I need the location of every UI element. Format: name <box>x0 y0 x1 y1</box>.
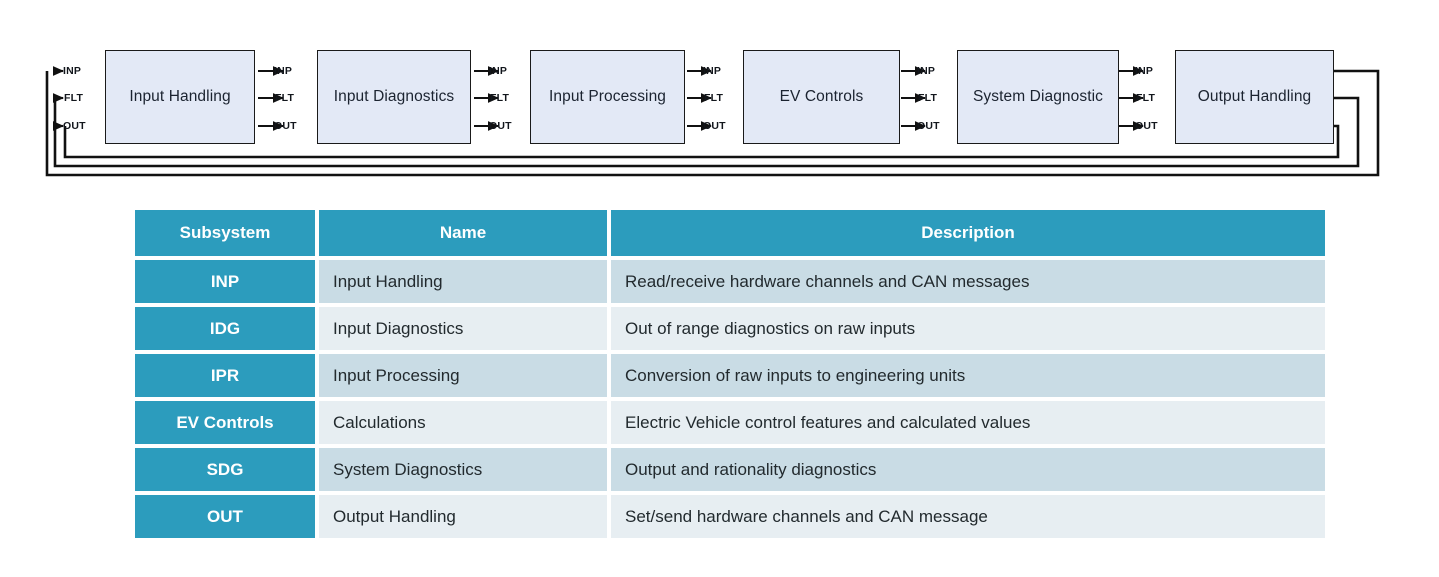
cell-name: Calculations <box>319 401 607 444</box>
cell-name: Input Diagnostics <box>319 307 607 350</box>
port-label-inp: INP <box>1135 65 1154 77</box>
column-header-name: Name <box>319 210 607 256</box>
table-row[interactable]: EV Controls Calculations Electric Vehicl… <box>135 401 1325 444</box>
port-label-flt: FLT <box>1136 92 1156 104</box>
port-label-inp: INP <box>63 65 82 77</box>
table-row[interactable]: SDG System Diagnostics Output and ration… <box>135 448 1325 491</box>
port-label-out: OUT <box>63 120 86 132</box>
cell-name: Input Handling <box>319 260 607 303</box>
cell-description: Set/send hardware channels and CAN messa… <box>611 495 1325 538</box>
block-system-diagnostic[interactable]: System Diagnostic <box>957 50 1119 144</box>
port-label-inp: INP <box>703 65 722 77</box>
port-label-inp: INP <box>917 65 936 77</box>
subsystem-table: Subsystem Name Description INP Input Han… <box>135 210 1325 538</box>
port-label-flt: FLT <box>490 92 510 104</box>
port-label-flt: FLT <box>275 92 295 104</box>
block-diagram: INP FLT OUT INP FLT OUT INP FLT OUT INP … <box>0 0 1439 195</box>
port-label-out: OUT <box>703 120 726 132</box>
port-label-inp: INP <box>489 65 508 77</box>
cell-description: Out of range diagnostics on raw inputs <box>611 307 1325 350</box>
port-label-out: OUT <box>1135 120 1158 132</box>
cell-subsystem: IDG <box>135 307 315 350</box>
cell-description: Output and rationality diagnostics <box>611 448 1325 491</box>
port-label-flt: FLT <box>918 92 938 104</box>
port-label-out: OUT <box>489 120 512 132</box>
port-label-flt: FLT <box>704 92 724 104</box>
port-label-inp: INP <box>274 65 293 77</box>
cell-description: Read/receive hardware channels and CAN m… <box>611 260 1325 303</box>
cell-subsystem: OUT <box>135 495 315 538</box>
port-label-out: OUT <box>274 120 297 132</box>
table-header-row: Subsystem Name Description <box>135 210 1325 256</box>
port-label-out: OUT <box>917 120 940 132</box>
cell-name: System Diagnostics <box>319 448 607 491</box>
cell-subsystem: IPR <box>135 354 315 397</box>
block-input-processing[interactable]: Input Processing <box>530 50 685 144</box>
cell-subsystem: SDG <box>135 448 315 491</box>
column-header-subsystem: Subsystem <box>135 210 315 256</box>
cell-subsystem: INP <box>135 260 315 303</box>
cell-subsystem: EV Controls <box>135 401 315 444</box>
cell-name: Input Processing <box>319 354 607 397</box>
table-row[interactable]: OUT Output Handling Set/send hardware ch… <box>135 495 1325 538</box>
cell-description: Electric Vehicle control features and ca… <box>611 401 1325 444</box>
table-row[interactable]: INP Input Handling Read/receive hardware… <box>135 260 1325 303</box>
block-output-handling[interactable]: Output Handling <box>1175 50 1334 144</box>
column-header-description: Description <box>611 210 1325 256</box>
block-ev-controls[interactable]: EV Controls <box>743 50 900 144</box>
table-row[interactable]: IDG Input Diagnostics Out of range diagn… <box>135 307 1325 350</box>
cell-name: Output Handling <box>319 495 607 538</box>
port-label-flt: FLT <box>64 92 84 104</box>
block-input-handling[interactable]: Input Handling <box>105 50 255 144</box>
cell-description: Conversion of raw inputs to engineering … <box>611 354 1325 397</box>
diagram-wiring <box>45 66 1380 177</box>
block-input-diagnostics[interactable]: Input Diagnostics <box>317 50 471 144</box>
table-row[interactable]: IPR Input Processing Conversion of raw i… <box>135 354 1325 397</box>
